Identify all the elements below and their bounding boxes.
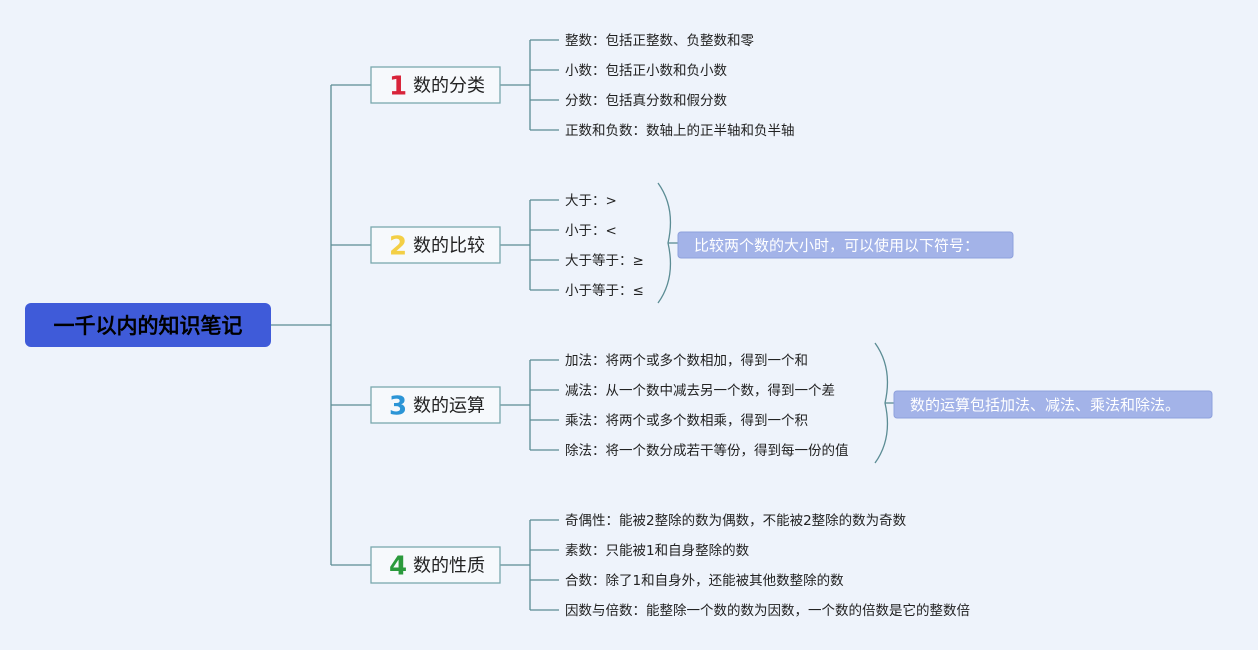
branch-box <box>370 546 501 584</box>
leaf-item: 大于：> <box>565 193 617 209</box>
leaf-item: 分数：包括真分数和假分数 <box>565 93 727 109</box>
branch-node[interactable]: 4 数的性质 <box>370 546 501 584</box>
branch-box <box>370 66 501 104</box>
branch-box <box>370 386 501 424</box>
leaf-item: 小于等于：≤ <box>565 282 644 299</box>
root-node-box <box>25 303 271 347</box>
leaf-item: 小于：< <box>565 223 617 239</box>
leaf-item: 因数与倍数：能整除一个数的数为因数，一个数的倍数是它的整数倍 <box>565 602 970 619</box>
summary-box <box>893 390 1213 419</box>
root-title: 一千以内的知识笔记 <box>54 314 243 338</box>
branch-box <box>370 226 501 264</box>
branch-number: 4 <box>389 552 407 582</box>
leaf-item: 素数：只能被1和自身整除的数 <box>565 543 750 559</box>
leaf-item: 整数：包括正整数、负整数和零 <box>565 33 754 49</box>
root-node[interactable]: 一千以内的知识笔记 <box>25 303 271 347</box>
leaf-item: 合数：除了1和自身外，还能被其他数整除的数 <box>565 573 844 589</box>
leaf-item: 小数：包括正小数和负小数 <box>565 63 727 79</box>
branch-label: 数的分类 <box>413 76 485 97</box>
branch-label: 数的运算 <box>413 396 485 417</box>
leaf-item: 乘法：将两个或多个数相乘，得到一个积 <box>565 412 808 429</box>
branch-label: 数的性质 <box>413 556 485 577</box>
connectors <box>271 39 894 611</box>
summary-label: 数的运算包括加法、减法、乘法和除法。 <box>910 396 1180 414</box>
leaf-item: 正数和负数：数轴上的正半轴和负半轴 <box>565 123 795 139</box>
branch-label: 数的比较 <box>413 236 485 257</box>
branches: 1 数的分类 整数：包括正整数、负整数和零小数：包括正小数和负小数分数：包括真分数和… <box>370 33 1213 619</box>
summary-box <box>677 231 1014 259</box>
leaf-item: 除法：将一个数分成若干等份，得到每一份的值 <box>565 442 849 459</box>
leaf-item: 奇偶性：能被2整除的数为偶数，不能被2整除的数为奇数 <box>565 512 907 529</box>
branch-number: 3 <box>389 392 407 422</box>
summary-label: 比较两个数的大小时，可以使用以下符号： <box>694 237 979 255</box>
branch-node[interactable]: 1 数的分类 <box>370 66 501 104</box>
branch-number: 2 <box>389 232 407 262</box>
leaf-item: 加法：将两个或多个数相加，得到一个和 <box>565 352 808 369</box>
branch-node[interactable]: 2 数的比较 <box>370 226 501 264</box>
summary-node[interactable]: 数的运算包括加法、减法、乘法和除法。 <box>893 390 1213 419</box>
leaf-item: 大于等于：≥ <box>565 252 644 269</box>
summary-node[interactable]: 比较两个数的大小时，可以使用以下符号： <box>677 231 1014 259</box>
branch-number: 1 <box>389 72 407 102</box>
branch-node[interactable]: 3 数的运算 <box>370 386 501 424</box>
leaf-item: 减法：从一个数中减去另一个数，得到一个差 <box>565 382 835 399</box>
